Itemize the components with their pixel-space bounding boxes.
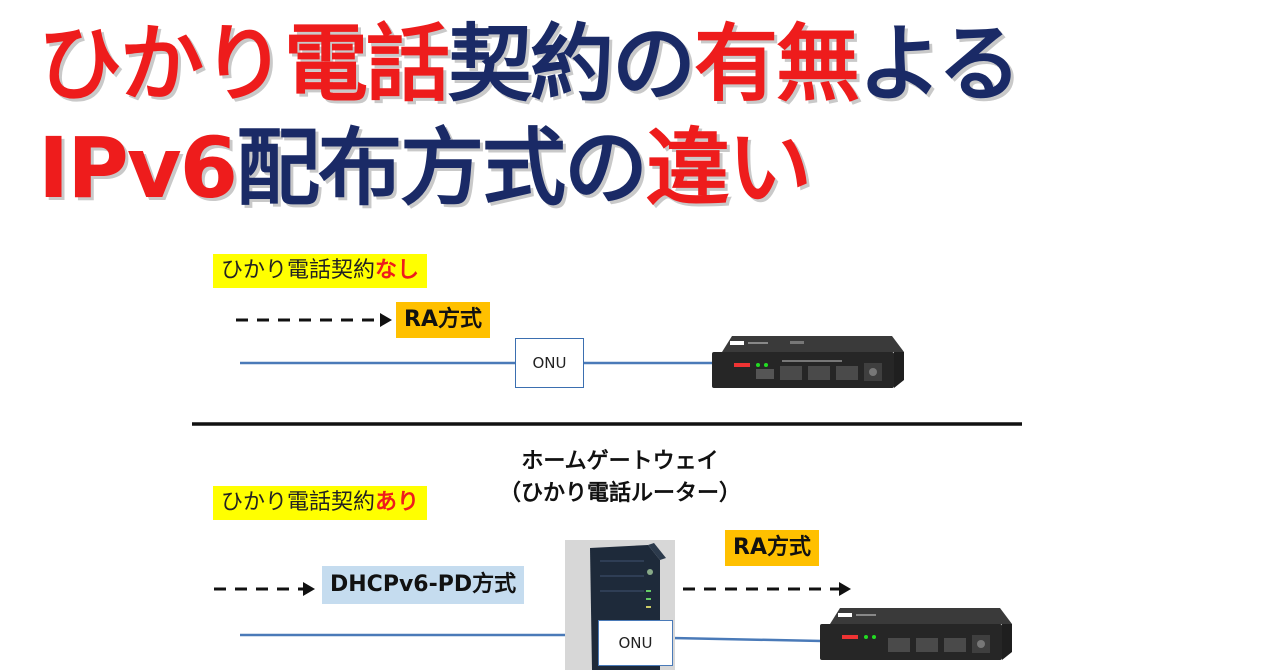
label-contract-without-emphasis: なし	[375, 258, 420, 283]
label-contract-with: ひかり電話契約あり	[213, 486, 428, 520]
gateway-caption-line2: （ひかり電話ルーター）	[498, 481, 741, 506]
gateway-caption-line1: ホームゲートウェイ	[521, 449, 719, 474]
title-part-ipv6: IPv6	[38, 119, 238, 217]
dashed-arrow-bottom-left	[214, 582, 315, 596]
label-contract-without: ひかり電話契約なし	[213, 254, 428, 288]
dashed-arrow-bottom-right	[683, 582, 851, 596]
title-part-yoru: よる	[858, 15, 1021, 113]
onu-box-bottom: ONU	[598, 620, 673, 666]
method-ra-top: RA方式	[396, 302, 490, 338]
line-hgw-to-router-bottom	[671, 636, 823, 643]
title-part-keiyaku: 契約の	[448, 15, 696, 113]
label-contract-with-emphasis: あり	[375, 490, 420, 515]
method-ra-bottom: RA方式	[725, 530, 819, 566]
title-part-umu: 有無	[694, 15, 860, 113]
onu-box-top: ONU	[515, 338, 584, 388]
title-part-denwa: 電話	[284, 15, 450, 113]
method-dhcpv6-pd: DHCPv6-PD方式	[322, 566, 525, 604]
gateway-caption: ホームゲートウェイ （ひかり電話ルーター）	[470, 446, 770, 510]
title-part-hikari: ひかり	[38, 15, 286, 113]
title-part-chigai: 違い	[646, 119, 812, 217]
title-line-1: ひかり電話契約の有無よる	[38, 14, 1022, 114]
title-part-haifu: 配布方式の	[236, 119, 648, 217]
label-contract-without-prefix: ひかり電話契約	[221, 258, 376, 283]
label-contract-with-prefix: ひかり電話契約	[221, 490, 376, 515]
router-device-bottom	[820, 608, 1012, 660]
dashed-arrow-top	[236, 313, 392, 327]
title-line-2: IPv6配布方式の違い	[38, 118, 812, 218]
router-device-top	[712, 336, 904, 388]
